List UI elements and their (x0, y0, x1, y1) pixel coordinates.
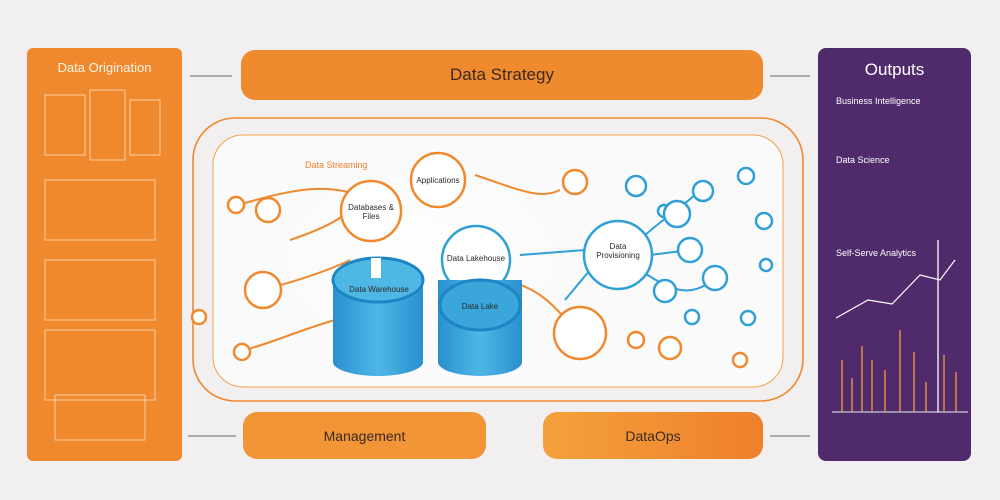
databases-files-label: Databases & Files (348, 203, 394, 221)
applications-label: Applications (416, 176, 460, 185)
data-warehouse-cylinder (331, 256, 425, 376)
management-label: Management (323, 427, 406, 444)
connector-arrows (188, 75, 810, 437)
data-lake-label: Data Lake (461, 302, 499, 311)
data-provisioning-label: Data Provisioning (596, 242, 640, 260)
outputs-panel (818, 48, 971, 461)
data-strategy-label: Data Strategy (450, 65, 554, 84)
self-serve-analytics-label: Self-Serve Analytics (836, 248, 917, 258)
orange-nodes (190, 151, 749, 369)
dataops-label: DataOps (625, 427, 681, 444)
analytics-chart (832, 240, 968, 413)
outer-frame (192, 117, 804, 402)
business-intelligence-label: Business Intelligence (836, 96, 921, 106)
blue-nodes (440, 166, 774, 327)
data-streaming-label: Data Streaming (305, 160, 368, 170)
dataops-banner: DataOps (543, 412, 763, 459)
data-origination-panel (27, 48, 182, 461)
origination-illustrations (44, 89, 161, 441)
data-warehouse-label: Data Warehouse (349, 285, 409, 294)
outputs-title: Outputs (864, 60, 925, 79)
data-strategy-banner: Data Strategy (241, 50, 763, 100)
data-lakehouse-label: Data Lakehouse (446, 254, 506, 263)
data-science-label: Data Science (836, 155, 890, 165)
data-lake-cylinder (438, 278, 522, 376)
management-banner: Management (243, 412, 486, 459)
data-origination-title: Data Origination (57, 60, 152, 75)
